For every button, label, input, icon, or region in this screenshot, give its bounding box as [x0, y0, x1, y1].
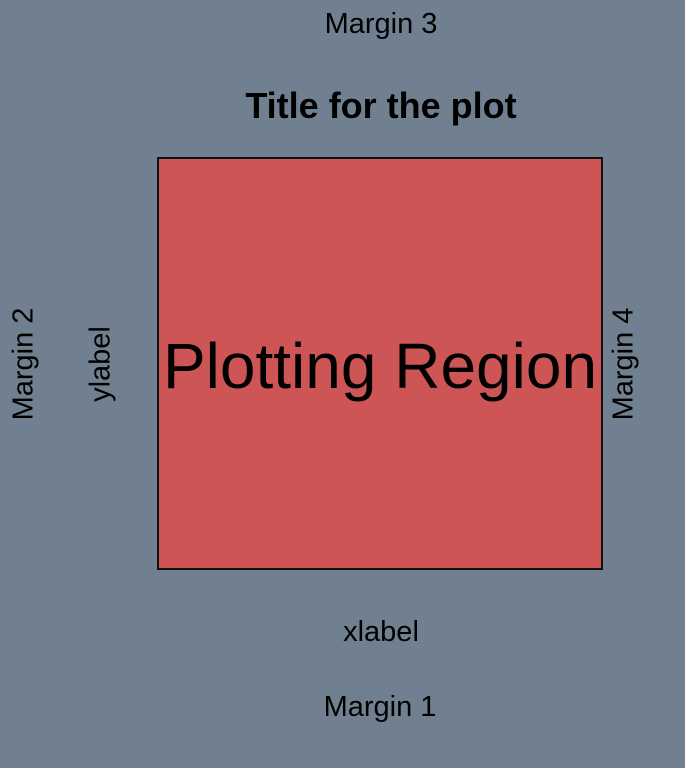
x-axis-label: xlabel [343, 616, 419, 648]
margin-2-label: Margin 2 [7, 307, 40, 421]
margin-3-label: Margin 3 [324, 8, 438, 40]
margin-4-label: Margin 4 [607, 307, 640, 421]
plotting-region: Plotting Region [157, 157, 603, 570]
margin-1-label: Margin 1 [323, 691, 437, 723]
y-axis-label: ylabel [84, 326, 117, 402]
plotting-region-label: Plotting Region [162, 329, 598, 402]
plot-title: Title for the plot [245, 85, 517, 126]
